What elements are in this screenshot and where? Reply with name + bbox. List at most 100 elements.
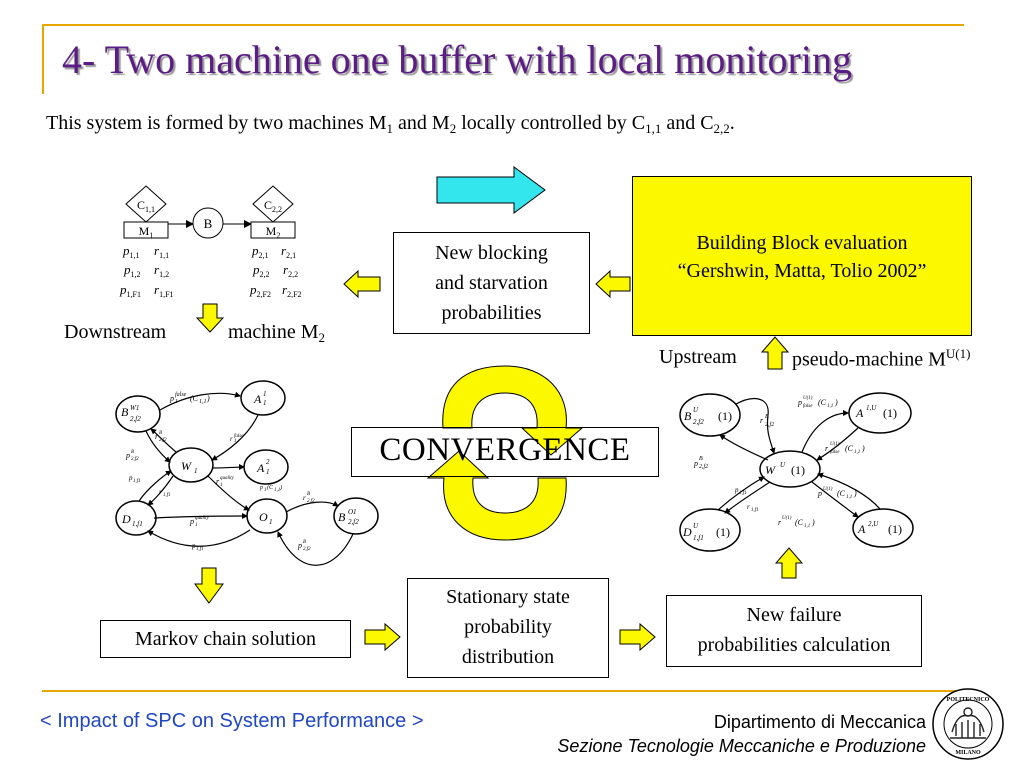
svg-text:A: A: [256, 461, 265, 475]
svg-text:p1,F1: p1,F1: [119, 282, 141, 299]
markov-chain-box: Markov chain solution: [100, 620, 351, 658]
svg-text:(C: (C: [837, 489, 846, 498]
svg-text:(C: (C: [795, 518, 804, 527]
svg-text:1: 1: [234, 439, 237, 444]
svg-text:1: 1: [263, 399, 267, 407]
svg-text:1,1: 1,1: [827, 404, 833, 409]
downstream-label-a: Downstream: [64, 321, 167, 343]
svg-text:p: p: [259, 485, 263, 491]
svg-text:(1): (1): [791, 463, 805, 477]
svg-text:r2,F2: r2,F2: [282, 282, 302, 299]
svg-text:r2,2: r2,2: [283, 262, 298, 279]
svg-text:p: p: [189, 517, 194, 526]
machine-m1: [123, 221, 169, 239]
svg-text:2,f2: 2,f2: [765, 421, 774, 428]
svg-text:1,1: 1,1: [854, 450, 860, 455]
right-arrow-icon: [364, 622, 401, 652]
svg-text:2,f2: 2,f2: [131, 457, 139, 462]
svg-text:B: B: [699, 456, 703, 462]
svg-text:(1): (1): [718, 409, 732, 423]
svg-text:r: r: [760, 416, 764, 425]
svg-text:p: p: [297, 541, 302, 550]
svg-text:r: r: [825, 444, 829, 453]
svg-text:r2,1: r2,1: [281, 243, 296, 260]
svg-text:B: B: [338, 510, 346, 524]
left-arrow-icon: [595, 269, 631, 299]
logo-text-bottom: MILANO: [955, 750, 981, 756]
buffer-b: [192, 207, 224, 239]
svg-text:): ): [853, 489, 857, 498]
svg-text:D: D: [682, 525, 692, 539]
down-arrow-icon: [195, 303, 225, 333]
svg-text:p: p: [191, 542, 196, 550]
footer-department: Dipartimento di Meccanica: [713, 712, 926, 732]
svg-text:p: p: [734, 486, 739, 494]
footer-rule: [42, 690, 964, 692]
svg-text:A: A: [857, 522, 866, 536]
svg-text:r: r: [747, 503, 750, 511]
svg-text:1: 1: [220, 483, 223, 488]
svg-text:1: 1: [264, 488, 267, 493]
svg-text:B: B: [159, 431, 162, 436]
svg-text:(C: (C: [190, 394, 199, 403]
svg-text:B: B: [307, 492, 310, 497]
svg-text:1: 1: [266, 468, 270, 476]
svg-text:B: B: [684, 409, 692, 423]
footer-course-link[interactable]: < Impact of SPC on System Performance >: [40, 710, 424, 732]
svg-text:1: 1: [194, 467, 198, 475]
left-arrow-icon: [343, 269, 381, 299]
m2-parameters: p2,1 r2,1 p2,2 r2,2 p2,F2 r2,F2: [249, 243, 302, 299]
m1-parameters: p1,1 r1,1 p1,2 r1,2 p1,F1 r1,F1: [119, 243, 174, 299]
svg-text:O: O: [259, 510, 268, 524]
svg-text:2,f2: 2,f2: [348, 518, 359, 526]
svg-text:false: false: [175, 391, 187, 398]
title-rule-left: [42, 24, 44, 94]
svg-text:p1,2: p1,2: [123, 262, 141, 279]
cycle-arrow-lower-icon: [426, 450, 567, 541]
svg-text:O1: O1: [348, 508, 357, 516]
svg-text:r: r: [778, 518, 782, 527]
footer-section: Sezione Tecnologie Meccaniche e Produzio…: [557, 736, 926, 756]
svg-text:p2,F2: p2,F2: [249, 282, 271, 299]
svg-text:false: false: [803, 404, 813, 409]
svg-text:1,1: 1,1: [846, 495, 852, 500]
svg-text:1,f1: 1,f1: [163, 493, 171, 498]
upstream-label-a: Upstream: [659, 346, 737, 368]
svg-text:1,1: 1,1: [804, 524, 810, 529]
right-arrow-icon: [619, 622, 656, 652]
svg-text:r: r: [230, 435, 233, 443]
buffer-label: B: [204, 216, 213, 231]
svg-text:): ): [861, 444, 865, 453]
svg-text:r: r: [159, 488, 162, 496]
svg-text:r: r: [155, 432, 159, 441]
svg-text:p: p: [693, 459, 698, 468]
politecnico-logo-icon: POLITECNICO MILANO: [932, 688, 1004, 760]
svg-text:U: U: [693, 406, 699, 414]
down-arrow-icon: [194, 567, 224, 604]
svg-text:1: 1: [195, 523, 198, 528]
svg-text:2,f2: 2,f2: [303, 547, 311, 552]
svg-text:(C: (C: [818, 398, 827, 407]
downstream-label-b: machine M2: [228, 321, 326, 345]
cyan-arrow-icon: [436, 166, 546, 214]
svg-text:2,f2: 2,f2: [130, 415, 141, 423]
svg-text:p2,2: p2,2: [252, 262, 270, 279]
svg-text:U(1): U(1): [803, 396, 813, 401]
svg-text:2,U: 2,U: [868, 520, 879, 528]
svg-text:1,f1: 1,f1: [693, 534, 704, 542]
svg-text:1: 1: [269, 518, 273, 526]
svg-text:B: B: [131, 450, 134, 455]
svg-text:r1,2: r1,2: [154, 262, 169, 279]
svg-text:D: D: [121, 512, 131, 526]
svg-text:p2,1: p2,1: [251, 243, 269, 260]
svg-text:A: A: [253, 392, 262, 406]
svg-text:2,f2: 2,f2: [307, 499, 315, 504]
svg-text:1,f1: 1,f1: [751, 508, 759, 513]
